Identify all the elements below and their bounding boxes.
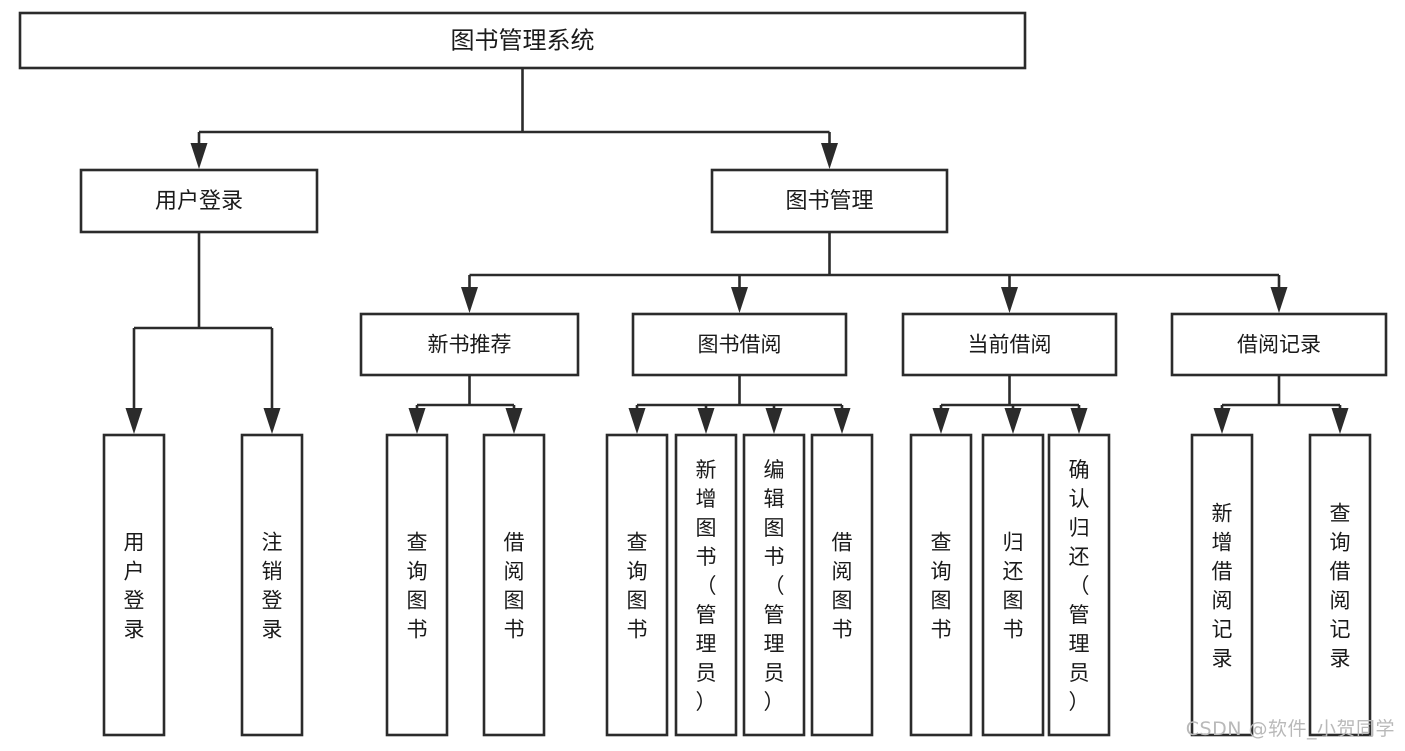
connector-group-root	[190, 68, 838, 169]
node-label-root: 图书管理系统	[451, 27, 595, 55]
watermark-label: CSDN @软件_小贺同学	[1185, 718, 1395, 740]
connector-group-user-login	[125, 232, 281, 434]
connector-group-current-borrow	[932, 375, 1088, 434]
node-label-book-borrow: 图书借阅	[698, 333, 782, 357]
connector-layer	[125, 68, 1349, 434]
node-book-borrow[interactable]: 图书借阅	[631, 312, 848, 377]
node-new-book-rec[interactable]: 新书推荐	[359, 312, 580, 377]
node-leaf-query-book-cur[interactable]: 查询图书	[909, 433, 973, 737]
node-book-manage[interactable]: 图书管理	[710, 168, 949, 234]
node-label-book-manage: 图书管理	[785, 189, 873, 214]
node-label-leaf-user-logout: 注销登录	[262, 531, 283, 642]
node-layer: 图书管理系统用户登录图书管理新书推荐图书借阅当前借阅借阅记录用户登录注销登录查询…	[18, 11, 1388, 737]
node-leaf-return-book[interactable]: 归还图书	[981, 433, 1045, 737]
node-label-leaf-query-book-rec: 查询图书	[407, 531, 428, 642]
connector-group-book-borrow	[628, 375, 851, 434]
node-label-leaf-query-record: 查询借阅记录	[1330, 502, 1351, 671]
node-label-leaf-add-book: 新增图书（管理员）	[696, 458, 717, 714]
node-leaf-query-record[interactable]: 查询借阅记录	[1308, 433, 1372, 737]
node-leaf-query-book-rec[interactable]: 查询图书	[385, 433, 449, 737]
connector-group-book-manage	[461, 232, 1288, 313]
node-leaf-add-record[interactable]: 新增借阅记录	[1190, 433, 1254, 737]
node-leaf-confirm-return[interactable]: 确认归还（管理员）	[1047, 433, 1111, 737]
node-label-new-book-rec: 新书推荐	[428, 333, 512, 357]
node-current-borrow[interactable]: 当前借阅	[901, 312, 1118, 377]
node-label-leaf-user-login: 用户登录	[124, 531, 145, 642]
node-leaf-query-book-borrow[interactable]: 查询图书	[605, 433, 669, 737]
node-borrow-record[interactable]: 借阅记录	[1170, 312, 1388, 377]
connector-group-borrow-record	[1213, 375, 1349, 434]
node-label-leaf-borrow-book: 借阅图书	[832, 531, 853, 642]
node-leaf-add-book[interactable]: 新增图书（管理员）	[674, 433, 738, 737]
node-leaf-user-login[interactable]: 用户登录	[102, 433, 166, 737]
node-root[interactable]: 图书管理系统	[18, 11, 1027, 70]
node-leaf-borrow-book[interactable]: 借阅图书	[810, 433, 874, 737]
node-label-borrow-record: 借阅记录	[1237, 333, 1321, 357]
node-label-leaf-return-book: 归还图书	[1003, 531, 1024, 642]
node-label-leaf-query-book-borrow: 查询图书	[627, 531, 648, 642]
node-leaf-user-logout[interactable]: 注销登录	[240, 433, 304, 737]
node-label-leaf-query-book-cur: 查询图书	[931, 531, 952, 642]
connector-group-new-book-rec	[408, 375, 523, 434]
node-leaf-borrow-book-rec[interactable]: 借阅图书	[482, 433, 546, 737]
node-label-leaf-add-record: 新增借阅记录	[1212, 502, 1233, 671]
node-leaf-edit-book[interactable]: 编辑图书（管理员）	[742, 433, 806, 737]
node-label-user-login: 用户登录	[155, 189, 243, 214]
node-label-leaf-edit-book: 编辑图书（管理员）	[764, 458, 785, 714]
node-user-login[interactable]: 用户登录	[79, 168, 319, 234]
node-label-leaf-confirm-return: 确认归还（管理员）	[1069, 458, 1090, 714]
node-label-current-borrow: 当前借阅	[968, 333, 1052, 357]
node-label-leaf-borrow-book-rec: 借阅图书	[504, 531, 525, 642]
